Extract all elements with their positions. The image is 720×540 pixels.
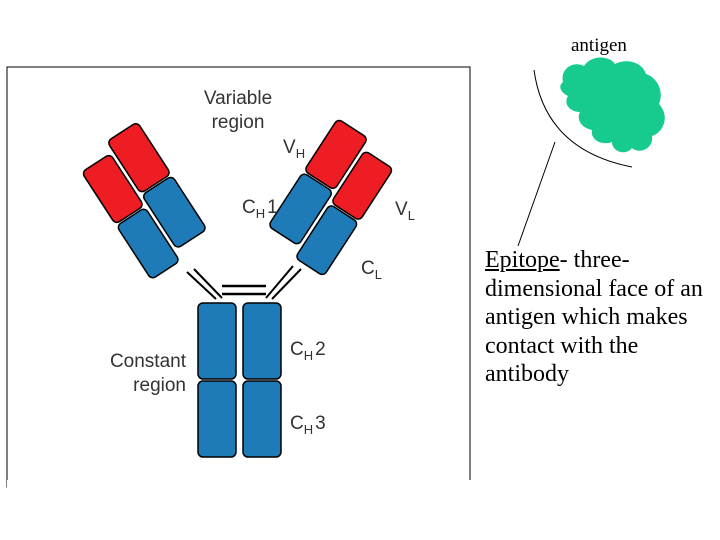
left-vh-domain	[82, 154, 143, 224]
constant-region-line2: region	[133, 375, 186, 396]
constant-region-line1: Constant	[110, 351, 187, 372]
right-heavy-chain-arm	[269, 119, 393, 276]
right-ch3-domain	[242, 380, 282, 458]
variable-region-label: Variable region	[204, 88, 272, 133]
right-vl-domain	[332, 151, 393, 220]
left-ch1-domain	[117, 208, 179, 279]
antigen-shape	[560, 57, 665, 153]
epitope-description: - three-dimensional face of an antigen w…	[485, 247, 703, 387]
epitope-definition: Epitope- three-dimensional face of an an…	[485, 246, 717, 389]
left-ch3-domain	[197, 380, 237, 458]
right-ch1-domain	[269, 173, 332, 245]
epitope-pointer-line	[517, 141, 556, 247]
vl-label: VL	[395, 199, 415, 223]
left-vl-domain	[108, 123, 170, 193]
epitope-term: Epitope	[485, 247, 560, 273]
antigen-label: antigen	[571, 35, 627, 56]
epitope-surface-arc	[533, 69, 633, 168]
left-cl-domain	[142, 176, 206, 248]
left-ch2-domain	[197, 302, 237, 380]
right-vh-domain	[305, 119, 367, 190]
hinge-region	[186, 265, 302, 300]
right-ch2-domain	[242, 302, 282, 380]
figure-frame	[6, 66, 471, 488]
left-heavy-chain-arm	[82, 123, 206, 279]
variable-region-line1: Variable	[204, 88, 272, 109]
vh-label: VH	[283, 137, 305, 161]
disulfide-bonds	[222, 284, 266, 296]
frame-bottom-mask	[7, 480, 471, 490]
constant-stem	[197, 302, 282, 458]
constant-region-label: Constant region	[110, 351, 187, 396]
right-cl-domain	[296, 205, 358, 276]
cl-label: CL	[361, 258, 382, 282]
variable-region-line2: region	[212, 112, 265, 133]
